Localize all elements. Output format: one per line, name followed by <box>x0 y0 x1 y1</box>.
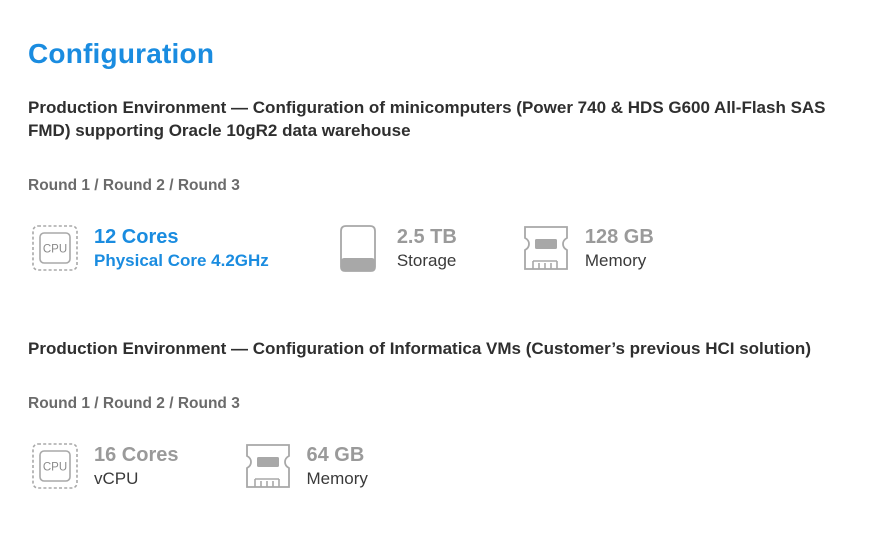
spec-label: Memory <box>584 250 647 270</box>
rounds-nav: Round 1 / Round 2 / Round 3 <box>28 177 240 194</box>
spec-value: 12 Cores <box>94 225 179 248</box>
spec-memory: 128 GB Memory <box>519 221 654 275</box>
cpu-icon: CPU <box>32 225 78 271</box>
spec-value: 128 GB <box>584 225 654 248</box>
spec-cpu: CPU 16 Cores vCPU <box>28 439 179 493</box>
spec-label: Storage <box>396 250 457 270</box>
spec-value: 64 GB <box>306 443 365 466</box>
spec-value: 2.5 TB <box>396 225 457 248</box>
spec-cpu: CPU 12 Cores Physical Core 4.2GHz <box>28 221 269 275</box>
cpu-icon-label: CPU <box>43 462 67 474</box>
storage-icon <box>339 225 376 272</box>
memory-icon <box>245 444 290 488</box>
spec-row: CPU 12 Cores Physical Core 4.2GHz 2.5 TB… <box>28 221 861 275</box>
cpu-icon-label: CPU <box>43 244 67 256</box>
spec-label: Physical Core 4.2GHz <box>94 250 269 270</box>
page-title: Configuration <box>28 38 215 69</box>
memory-icon <box>523 226 568 270</box>
cpu-icon: CPU <box>32 443 78 489</box>
spec-label: vCPU <box>94 468 139 488</box>
section-heading: Production Environment — Configuration o… <box>28 98 826 140</box>
section-heading: Production Environment — Configuration o… <box>28 339 811 358</box>
spec-row: CPU 16 Cores vCPU 64 GB Memory <box>28 439 861 493</box>
spec-value: 16 Cores <box>94 443 179 466</box>
configuration-page: Configuration Production Environment — C… <box>28 38 861 493</box>
spec-memory: 64 GB Memory <box>241 439 368 493</box>
spec-storage: 2.5 TB Storage <box>331 221 457 275</box>
rounds-nav: Round 1 / Round 2 / Round 3 <box>28 395 240 412</box>
spec-label: Memory <box>306 468 368 488</box>
section-minicomputers: Production Environment — Configuration o… <box>28 96 861 275</box>
section-informatica-vms: Production Environment — Configuration o… <box>28 337 861 493</box>
